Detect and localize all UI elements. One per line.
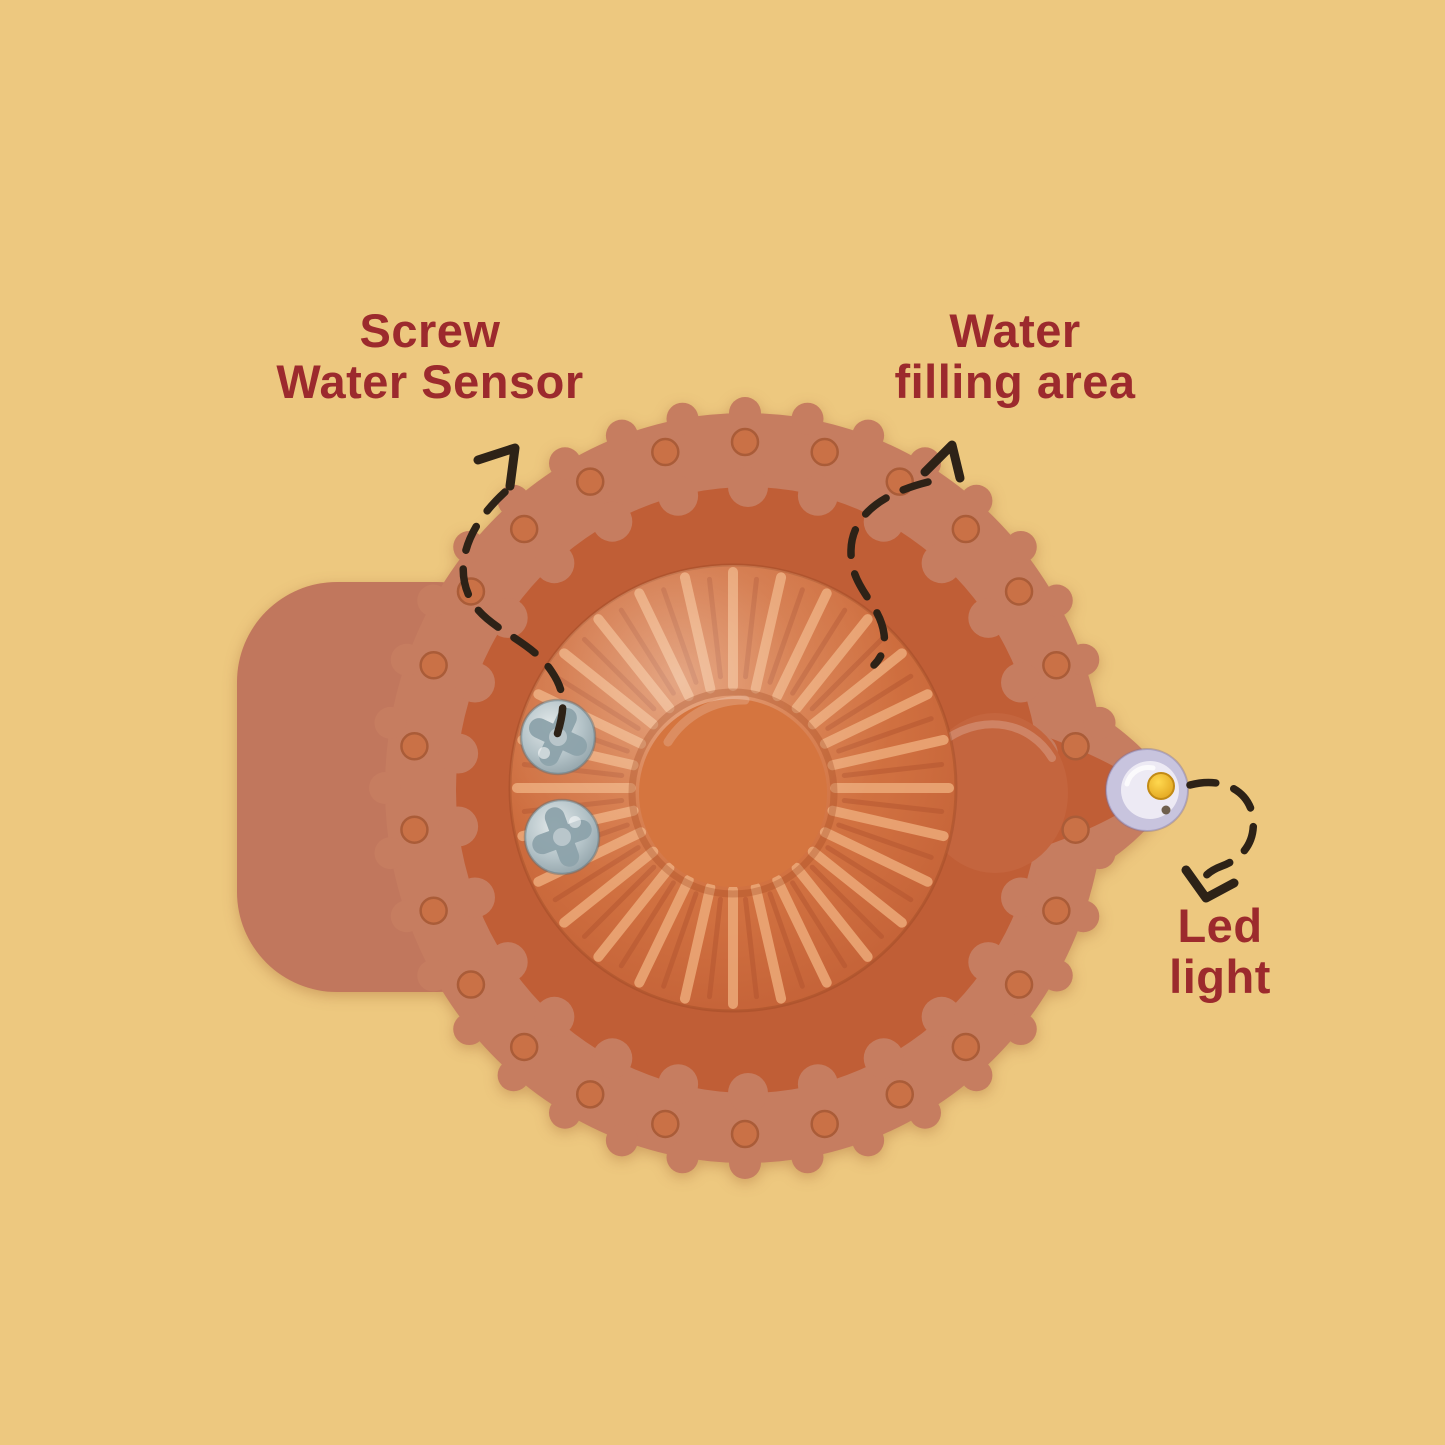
channel-spout [1036, 733, 1148, 849]
screw-bottom [523, 798, 601, 876]
label-line-1: Screw [359, 304, 501, 357]
label-line-1: Water [949, 304, 1081, 357]
label-led-light: Led light [1040, 900, 1400, 1002]
led-chip [1147, 772, 1175, 800]
center-boss [639, 699, 827, 887]
label-line-2: light [1169, 950, 1271, 1003]
boss-highlight [663, 695, 750, 747]
screw-glint [538, 747, 550, 759]
led-wire-dot [1161, 805, 1171, 815]
wick-bulge [922, 713, 1068, 873]
scallop-edge [369, 397, 1121, 1179]
screw-glint [569, 816, 581, 828]
arrow-screw-sensor [459, 488, 567, 748]
led-bulb [1105, 748, 1189, 832]
arrowhead-screw-sensor [473, 443, 520, 491]
arrow-led-light [1186, 778, 1258, 897]
label-line-2: Water Sensor [276, 355, 584, 408]
screw-center [553, 828, 571, 846]
label-water-filling-area: Water filling area [795, 305, 1235, 407]
arrowhead-led-light [1181, 865, 1239, 903]
boss-groove [628, 688, 838, 898]
arrow-water-filling [847, 478, 932, 669]
annotation-arrows [459, 440, 1258, 903]
arrowhead-water-filling [920, 440, 965, 483]
label-line-1: Led [1177, 899, 1263, 952]
wick-bulge-highlight [944, 720, 1056, 762]
label-screw-water-sensor: Screw Water Sensor [210, 305, 650, 407]
rim-dots [400, 427, 1090, 1149]
fluted-bowl [508, 563, 958, 1013]
label-line-2: filling area [894, 355, 1136, 408]
led-lens-highlight [1124, 765, 1156, 787]
